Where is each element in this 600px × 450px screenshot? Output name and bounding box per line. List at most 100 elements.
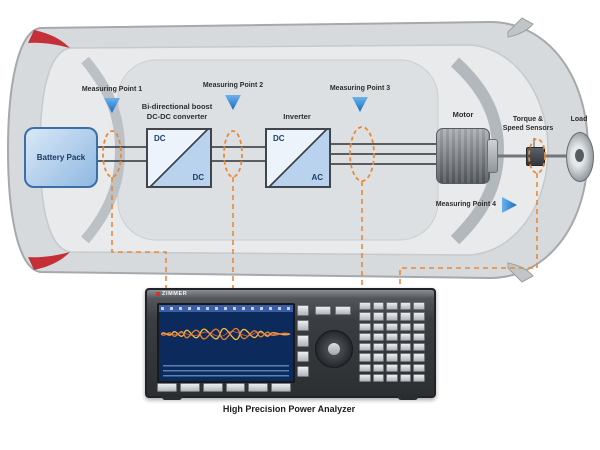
analyzer-button — [386, 312, 398, 321]
analyzer-button — [179, 383, 200, 392]
analyzer-button — [399, 343, 412, 352]
inverter-output-label: AC — [311, 173, 323, 182]
analyzer-button — [225, 383, 246, 392]
power-analyzer: ZIMMER — [145, 288, 436, 398]
measuring-point-2-label: Measuring Point 2 — [202, 82, 264, 89]
analyzer-button — [413, 373, 425, 382]
analyzer-button — [297, 305, 309, 317]
analyzer-button — [386, 322, 398, 331]
analyzer-button — [157, 383, 177, 392]
screen-readout-rows — [163, 365, 289, 379]
analyzer-button — [359, 332, 371, 341]
analyzer-button — [399, 302, 412, 311]
dcdc-input-label: DC — [154, 134, 166, 143]
analyzer-button — [359, 322, 371, 331]
motor-title: Motor — [452, 110, 474, 119]
analyzer-button — [386, 302, 398, 311]
analyzer-button — [386, 332, 398, 341]
knob-center-button — [328, 343, 340, 355]
softkey-row — [157, 383, 291, 392]
analyzer-button — [399, 353, 412, 362]
analyzer-button — [359, 343, 371, 352]
analyzer-button — [335, 306, 351, 315]
analyzer-button — [386, 363, 398, 372]
analyzer-button — [359, 363, 371, 372]
analyzer-button — [359, 373, 371, 382]
tail-light-left-bottom — [28, 252, 70, 270]
rotary-knob — [315, 330, 353, 368]
analyzer-button — [372, 373, 385, 382]
measurement-loop-3 — [349, 126, 375, 182]
analyzer-button — [413, 353, 425, 362]
analyzer-button — [297, 320, 309, 332]
dcdc-title: Bi-directional boost DC-DC converter — [141, 102, 213, 121]
measurement-loop-1 — [102, 130, 122, 178]
keypad-grid — [359, 302, 425, 382]
inverter-input-label: DC — [273, 134, 285, 143]
analyzer-button — [372, 343, 385, 352]
analyzer-button — [372, 353, 385, 362]
inverter-box: DC AC — [265, 128, 331, 188]
analyzer-button — [413, 302, 425, 311]
analyzer-button — [372, 322, 385, 331]
analyzer-top-trim — [147, 290, 434, 298]
probe-line-4 — [399, 173, 538, 288]
analyzer-foot-left — [162, 394, 182, 400]
analyzer-button — [297, 365, 309, 377]
analyzer-button — [413, 322, 425, 331]
analyzer-button — [399, 373, 412, 382]
analyzer-foot-right — [398, 394, 418, 400]
analyzer-button — [399, 322, 412, 331]
motor-end-cap — [487, 139, 498, 173]
tail-light-left-top — [28, 30, 70, 48]
analyzer-button — [372, 312, 385, 321]
measuring-point-1-label: Measuring Point 1 — [81, 86, 143, 93]
side-mirror-top — [507, 17, 534, 38]
analyzer-button — [297, 335, 309, 347]
dcdc-converter-box: DC DC — [146, 128, 212, 188]
analyzer-button — [413, 312, 425, 321]
analyzer-button — [297, 350, 309, 362]
analyzer-button — [386, 373, 398, 382]
waveform-display — [161, 327, 291, 341]
analyzer-button — [202, 383, 223, 392]
analyzer-button — [372, 332, 385, 341]
analyzer-button — [399, 332, 412, 341]
side-button-column — [297, 305, 309, 377]
analyzer-button — [386, 353, 398, 362]
analyzer-button — [413, 332, 425, 341]
analyzer-button — [359, 312, 371, 321]
analyzer-button — [386, 343, 398, 352]
measuring-point-4-marker-icon — [502, 197, 517, 213]
analyzer-caption: High Precision Power Analyzer — [222, 404, 356, 414]
dcdc-output-label: DC — [192, 173, 204, 182]
analyzer-button — [359, 302, 371, 311]
zimmer-logo-icon — [156, 292, 160, 296]
load-hub — [575, 149, 584, 162]
load-title: Load — [570, 116, 588, 123]
analyzer-button — [359, 353, 371, 362]
analyzer-button — [399, 363, 412, 372]
analyzer-button — [413, 363, 425, 372]
analyzer-button — [372, 302, 385, 311]
analyzer-button — [248, 383, 269, 392]
analyzer-button — [372, 363, 385, 372]
sensors-title: Torque & Speed Sensors — [502, 116, 554, 133]
analyzer-brand: ZIMMER — [156, 291, 187, 297]
analyzer-screen — [157, 303, 295, 383]
motor-graphic — [436, 128, 490, 184]
screen-menu-bar — [159, 305, 293, 312]
probe-line-1 — [111, 177, 167, 288]
measuring-point-3-marker-icon — [352, 97, 368, 112]
measuring-point-3-label: Measuring Point 3 — [329, 85, 391, 92]
analyzer-button — [315, 306, 331, 315]
torque-speed-sensor-graphic — [526, 147, 545, 166]
analyzer-button — [399, 312, 412, 321]
inverter-title: Inverter — [283, 112, 311, 121]
side-mirror-bottom — [507, 262, 534, 283]
analyzer-button — [413, 343, 425, 352]
function-button-pair — [315, 306, 351, 315]
measuring-point-4-label: Measuring Point 4 — [435, 201, 496, 208]
battery-pack-box: Battery Pack — [24, 127, 98, 188]
